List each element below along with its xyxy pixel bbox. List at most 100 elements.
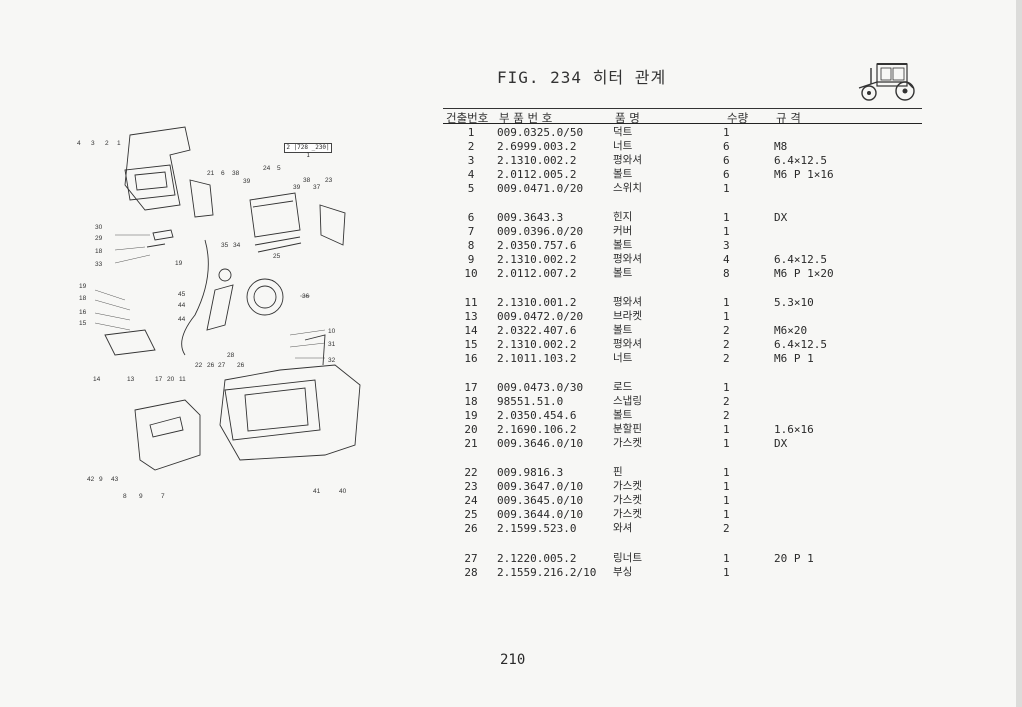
part-number: 009.3643.3 [497,211,564,224]
svg-text:13: 13 [127,376,135,383]
part-name: 볼트 [613,239,633,251]
svg-text:10: 10 [328,328,336,335]
quantity: 8 [723,267,730,280]
svg-text:2: 2 [105,140,109,147]
part-number: 2.1599.523.0 [497,522,577,535]
svg-text:29: 29 [95,235,103,242]
svg-text:34: 34 [233,242,241,249]
part-name: 평와셔 [613,154,642,166]
ref-number: 16 [464,352,478,365]
svg-text:8: 8 [123,493,127,500]
specification: 6.4×12.5 [774,154,827,167]
specification: DX [774,211,788,224]
part-number: 009.0471.0/20 [497,182,584,195]
ref-number: 26 [464,522,478,535]
ref-number: 25 [464,508,478,521]
ref-number: 1 [467,126,475,139]
svg-text:45: 45 [178,291,186,298]
quantity: 1 [723,211,730,224]
part-name: 평와셔 [613,338,642,350]
ref-number: 28 [464,566,478,579]
part-number: 009.3645.0/10 [497,494,584,507]
specification: DX [774,437,788,450]
ref-number: 8 [467,239,475,252]
ref-number: 14 [464,324,478,337]
part-name: 스냅링 [613,395,642,407]
quantity: 1 [723,480,730,493]
part-name: 볼트 [613,409,633,421]
ref-number: 9 [467,253,475,266]
part-number: 98551.51.0 [497,395,564,408]
svg-text:1: 1 [117,140,121,147]
svg-text:20: 20 [167,376,175,383]
part-number: 2.1310.002.2 [497,154,577,167]
quantity: 3 [723,239,730,252]
part-number: 2.1011.103.2 [497,352,577,365]
svg-text:17: 17 [155,376,163,383]
specification: 20 P 1 [774,552,814,565]
part-number: 009.0473.0/30 [497,381,584,394]
svg-text:22: 22 [195,362,203,369]
part-name: 링너트 [613,552,642,564]
svg-text:15: 15 [79,320,87,327]
tractor-icon [858,63,915,101]
ref-number: 13 [464,310,478,323]
svg-text:5: 5 [277,165,281,172]
part-number: 009.3646.0/10 [497,437,584,450]
part-name: 분할핀 [613,423,642,435]
ref-number: 5 [467,182,475,195]
part-name: 부싱 [613,566,633,578]
ref-number: 24 [464,494,478,507]
quantity: 2 [723,352,730,365]
quantity: 1 [723,296,730,309]
ref-number: 19 [464,409,478,422]
part-name: 가스켓 [613,494,642,506]
ref-number: 7 [467,225,475,238]
quantity: 1 [723,566,730,579]
part-name: 가스켓 [613,480,642,492]
part-name: 로드 [613,381,633,393]
part-name: 볼트 [613,267,633,279]
ref-number: 11 [464,296,478,309]
specification: M6×20 [774,324,808,337]
svg-text:38: 38 [303,177,311,184]
svg-text:40: 40 [339,488,347,495]
page-edge [1016,0,1022,707]
svg-text:6: 6 [221,170,225,177]
svg-text:39: 39 [293,184,301,191]
quantity: 1 [723,182,730,195]
part-number: 009.0325.0/50 [497,126,584,139]
svg-text:14: 14 [93,376,101,383]
header-part-no: 부 품 번 호 [499,111,553,125]
specification: 6.4×12.5 [774,338,827,351]
part-number: 009.0396.0/20 [497,225,584,238]
ref-number: 18 [464,395,478,408]
part-name: 가스켓 [613,437,642,449]
quantity: 1 [723,381,730,394]
part-name: 너트 [613,352,633,364]
quantity: 1 [723,126,730,139]
svg-text:41: 41 [313,488,321,495]
svg-text:24: 24 [263,165,271,172]
quantity: 2 [723,395,730,408]
svg-text:44: 44 [178,316,186,323]
part-name: 힌지 [613,211,633,223]
quantity: 2 [723,409,730,422]
ref-number: 20 [464,423,478,436]
part-number: 009.3644.0/10 [497,508,584,521]
part-name: 핀 [613,466,623,478]
